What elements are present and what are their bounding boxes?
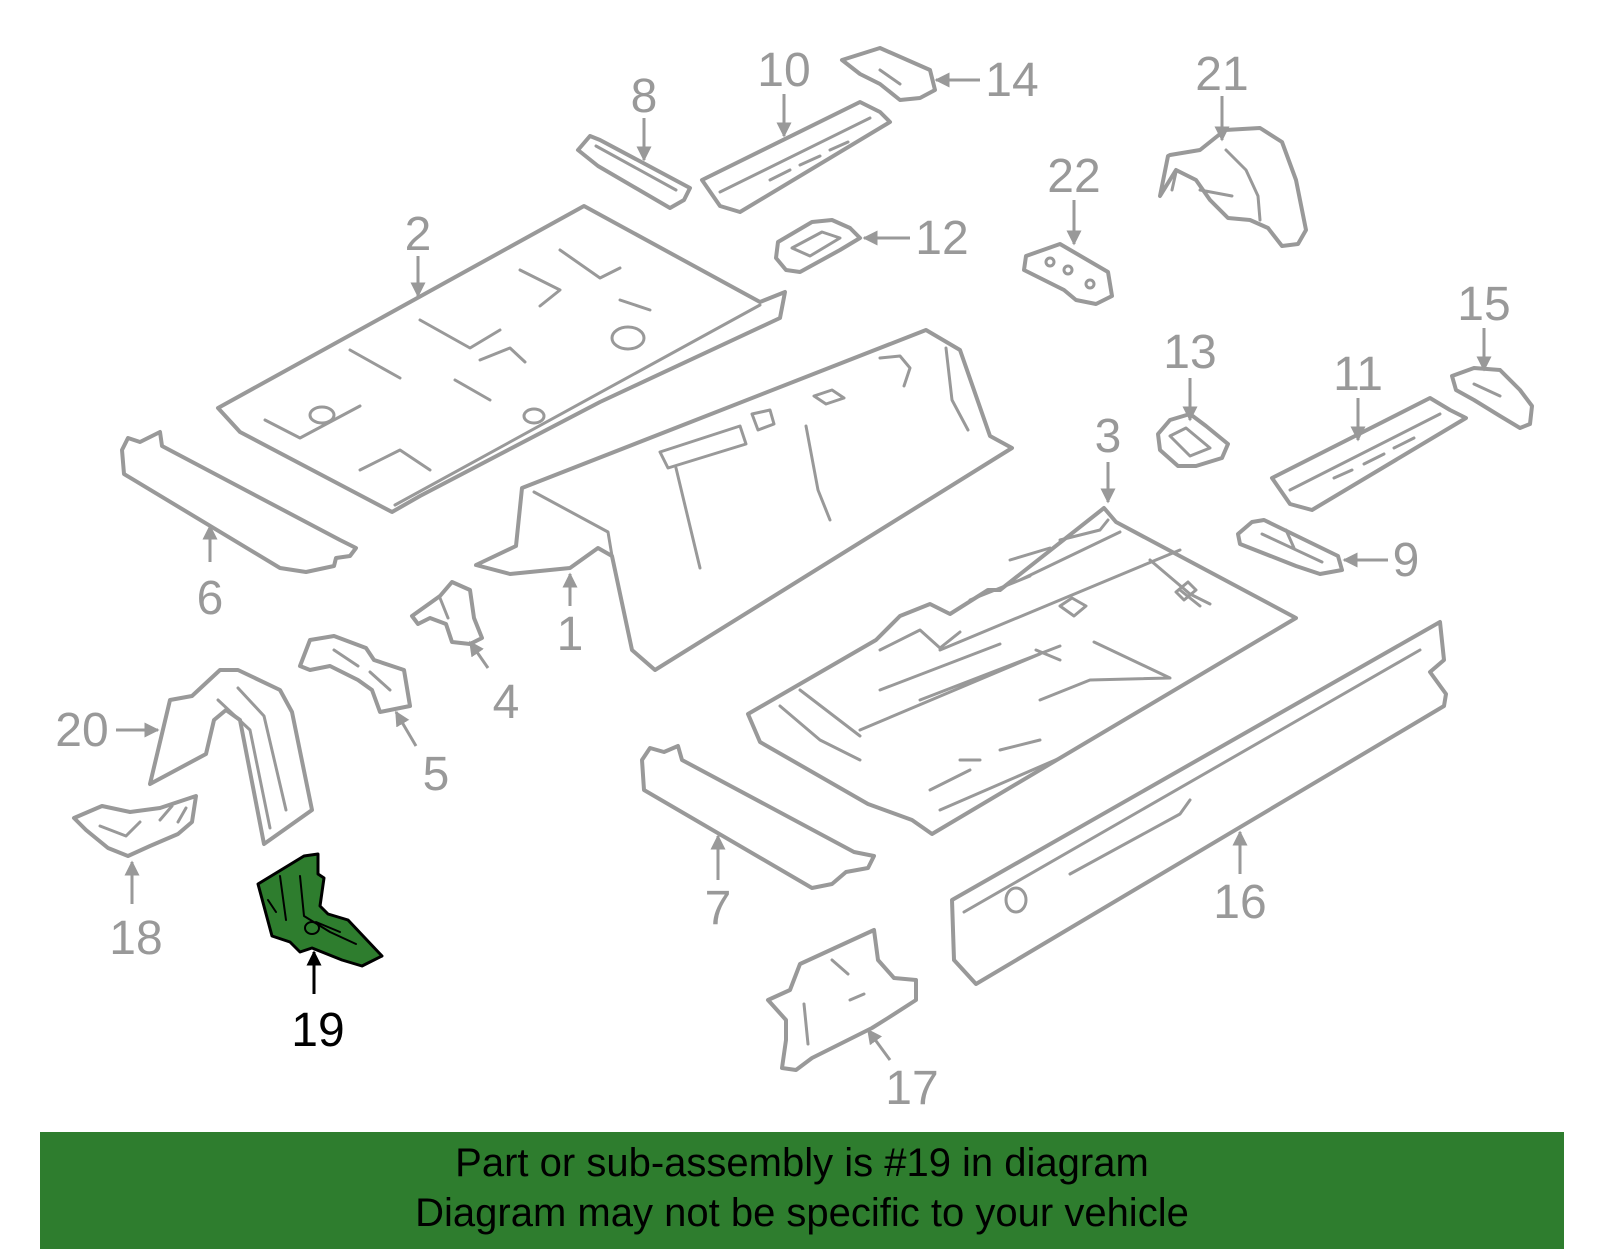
part-9-bracket — [1236, 518, 1344, 576]
callout-19: 19 — [291, 1004, 344, 1057]
part-20-wheelhouse — [148, 668, 314, 846]
part-17-bracket — [766, 928, 918, 1072]
part-13-plug — [1156, 412, 1230, 468]
callout-14: 14 — [985, 54, 1038, 107]
callout-4: 4 — [493, 676, 520, 729]
callout-16: 16 — [1213, 876, 1266, 929]
part-1-tunnel — [474, 328, 1014, 672]
callout-7: 7 — [705, 882, 732, 935]
part-21-wheelhouse — [1158, 126, 1308, 248]
callout-9: 9 — [1393, 534, 1420, 587]
part-5-bracket — [298, 634, 412, 714]
leader-arrows — [116, 72, 1492, 1061]
callout-10: 10 — [757, 44, 810, 97]
part-2-rear-floor-pan — [216, 204, 787, 514]
part-7-crossmember — [640, 744, 876, 890]
banner-line-1: Part or sub-assembly is #19 in diagram — [455, 1141, 1149, 1185]
callout-3: 3 — [1095, 410, 1122, 463]
callout-8: 8 — [631, 70, 658, 123]
banner-line-2: Diagram may not be specific to your vehi… — [415, 1191, 1189, 1235]
part-11-rail — [1270, 396, 1468, 512]
parts-diagram: 1 2 3 4 5 6 7 8 9 10 11 12 13 14 15 16 1… — [55, 44, 1534, 1115]
part-8-bracket — [576, 134, 692, 210]
part-4-bracket — [410, 580, 484, 646]
callout-5: 5 — [423, 748, 450, 801]
part-10-rail — [700, 100, 892, 214]
part-14-bracket — [840, 46, 937, 102]
part-19-highlighted[interactable] — [256, 852, 384, 968]
info-banner: Part or sub-assembly is #19 in diagram D… — [40, 1132, 1564, 1249]
callout-17: 17 — [885, 1062, 938, 1115]
part-6-crossmember — [120, 430, 358, 574]
callout-1: 1 — [557, 608, 584, 661]
part-18-bracket — [72, 794, 198, 858]
callout-2: 2 — [405, 208, 432, 261]
callout-15: 15 — [1457, 278, 1510, 331]
callout-13: 13 — [1163, 326, 1216, 379]
part-12-patch — [774, 218, 862, 274]
callout-numbers: 1 2 3 4 5 6 7 8 9 10 11 12 13 14 15 16 1… — [55, 44, 1510, 1115]
callout-11: 11 — [1333, 348, 1383, 401]
callout-6: 6 — [197, 572, 224, 625]
part-3-front-floor-pan — [746, 506, 1298, 836]
part-16-rocker — [950, 620, 1448, 986]
callout-18: 18 — [109, 912, 162, 965]
callout-21: 21 — [1195, 48, 1248, 101]
leader-4 — [468, 640, 490, 669]
part-22-bracket — [1022, 242, 1114, 306]
leader-17 — [866, 1028, 892, 1061]
callout-22: 22 — [1047, 150, 1100, 203]
callout-12: 12 — [915, 212, 968, 265]
leader-5 — [394, 710, 418, 747]
callout-20: 20 — [55, 704, 108, 757]
